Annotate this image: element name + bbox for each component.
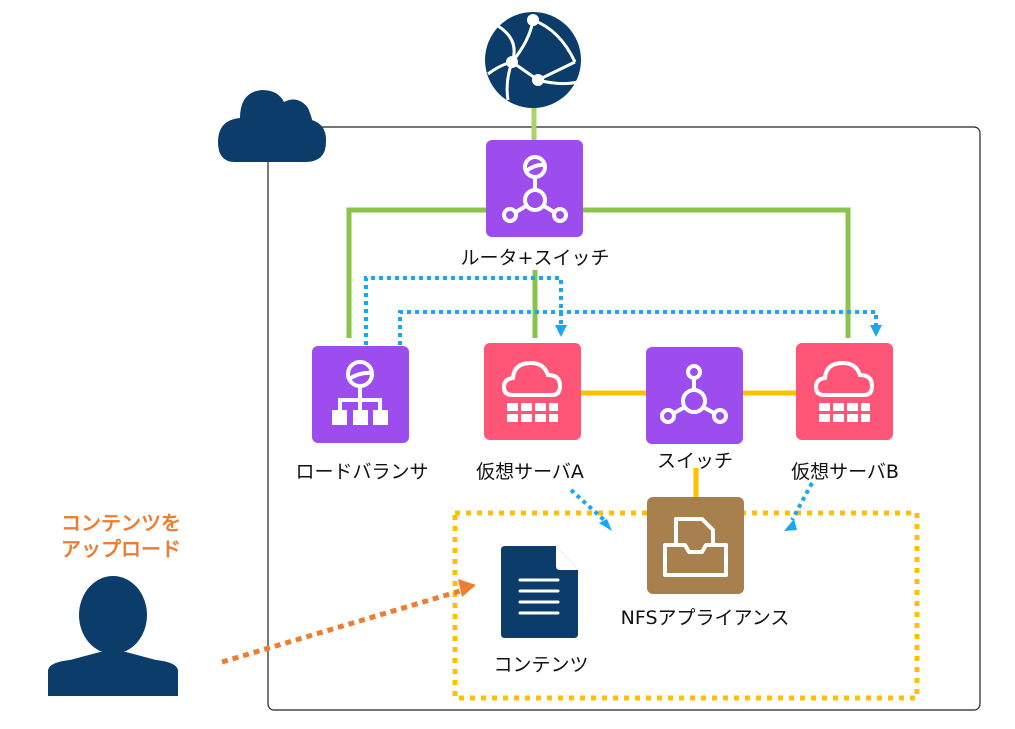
- contents-label: コンテンツ: [493, 654, 589, 676]
- cloud-icon: [218, 90, 327, 162]
- nfs-appliance-node[interactable]: [647, 497, 744, 594]
- virtual-server-a-label: 仮想サーバA: [476, 461, 584, 483]
- cloud-boundary-frame: [267, 126, 981, 711]
- router-switch-label: ルータ+スイッチ: [460, 247, 610, 269]
- yellow-links: [580, 390, 797, 497]
- virtual-server-a-node[interactable]: [484, 343, 581, 440]
- green-links: [346, 107, 851, 338]
- virtual-server-b-node[interactable]: [796, 343, 893, 440]
- router-switch-node[interactable]: [486, 140, 583, 237]
- arrowhead-nfs-left: [599, 519, 612, 531]
- link-router-loadbalancer: [346, 207, 486, 338]
- file-tray-icon: [663, 517, 728, 577]
- cloud-server-icon: [501, 360, 563, 422]
- router-switch-icon: [502, 155, 568, 223]
- switch-label: スイッチ: [656, 450, 734, 472]
- arrowhead-servera: [555, 325, 567, 337]
- load-balancer-node[interactable]: [312, 346, 409, 443]
- arrowheads-blue: [555, 325, 882, 531]
- virtual-server-b-label: 仮想サーバB: [791, 461, 899, 483]
- switch-hub-icon: [660, 364, 728, 424]
- upload-annotation-line1: コンテンツを: [61, 511, 181, 535]
- lb-traffic-paths: [364, 276, 878, 522]
- lb-path-to-servera: [364, 276, 563, 345]
- cloud-server-icon: [813, 360, 875, 422]
- load-balancer-icon: [332, 360, 388, 425]
- link-router-serverb: [583, 207, 851, 338]
- serverb-to-nfs-path: [790, 482, 814, 521]
- lb-path-to-serverb: [398, 310, 878, 345]
- upload-annotation-line2: アップロード: [61, 537, 181, 561]
- document-icon: [501, 546, 578, 638]
- user-icon: [48, 576, 178, 696]
- load-balancer-label: ロードバランサ: [295, 461, 429, 483]
- globe-network-icon: [485, 12, 581, 108]
- upload-path: [221, 588, 461, 665]
- arrowhead-nfs-right: [784, 519, 797, 531]
- switch-node[interactable]: [646, 347, 743, 444]
- nfs-appliance-label: NFSアプライアンス: [620, 607, 790, 629]
- upload-annotation: コンテンツを アップロード: [61, 510, 181, 562]
- arrowhead-serverb: [870, 325, 882, 337]
- arrowhead-upload: [458, 579, 476, 597]
